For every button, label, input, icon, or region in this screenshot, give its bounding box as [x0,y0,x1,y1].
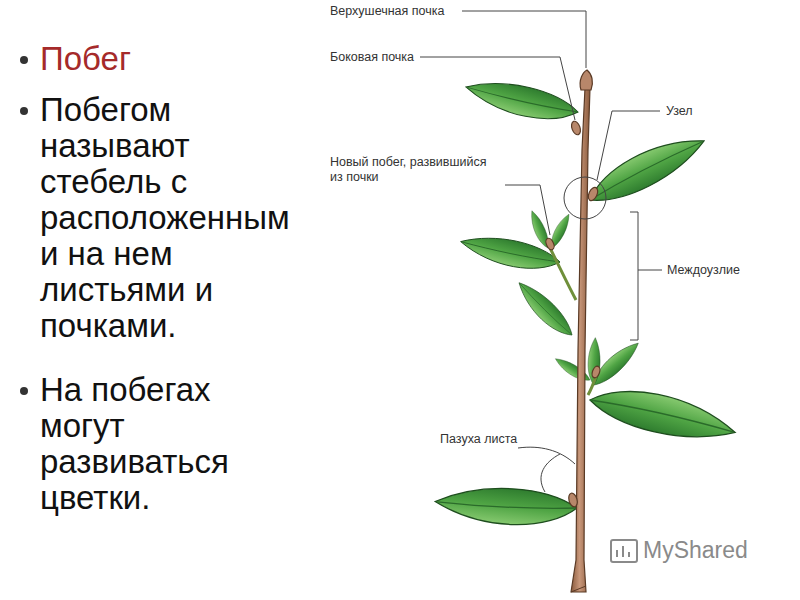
lateral-bud [586,186,599,202]
stem-cut [571,586,586,592]
axil-arc [541,454,560,492]
lateral-bud [570,120,582,136]
watermark: MyShared [643,537,748,563]
leader-lines [420,11,662,492]
leader-line [597,111,660,180]
bullet-dot [20,56,28,64]
watermark-icon [611,540,637,562]
part-label: Узел [666,104,693,119]
leaf [586,376,739,453]
buds [544,70,601,508]
leader-line [505,185,550,235]
lateral-bud [567,492,578,508]
part-label: Верхушечная почка [330,4,444,19]
leader-line [462,11,586,68]
leaf [553,354,592,386]
bullet-text: Побегом называют стебель с расположенным… [40,92,302,344]
part-label: Боковая почка [330,50,414,65]
bullet-dot [20,387,28,395]
part-label: Новый побег, развившийся из почки [330,155,502,185]
axil-arc [518,447,575,464]
lateral-bud [544,237,555,251]
internode-bracket [630,212,638,340]
bullet-text: На побегах могут развиваться цветки. [40,372,302,516]
lateral-bud [591,365,602,379]
apical-bud [580,70,592,90]
leader-line [638,270,662,271]
bullet-dot [20,107,28,115]
stem [571,88,590,592]
leaf [581,128,711,210]
leaf [462,71,580,131]
leader-line [420,57,575,120]
part-label: Пазуха листа [440,432,517,447]
leaf [434,481,579,532]
node-circle [564,177,606,219]
new-shoot-stem [588,376,596,395]
new-shoot-stem [550,248,576,300]
part-label: Междоузлие [667,263,740,278]
slide-title: Побег [40,40,131,78]
